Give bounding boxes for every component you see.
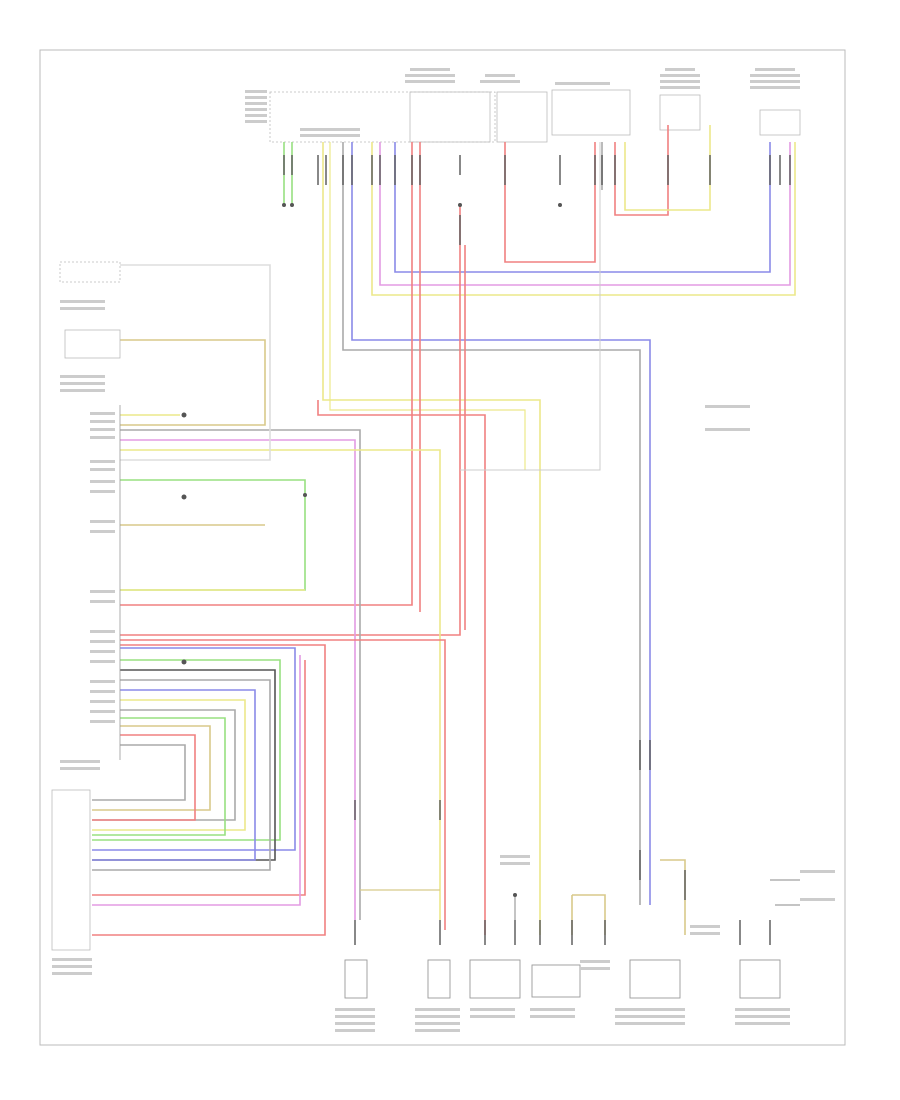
wire-yellow-low-1 [92, 699, 246, 831]
wire-gray-low-1 [92, 679, 271, 871]
wire-gray-bottom-5 [770, 879, 800, 906]
bottom-module-e [629, 959, 681, 999]
wire-blue-low-1 [92, 647, 296, 851]
wire-blue-low-2 [92, 689, 256, 861]
top-labels [245, 68, 800, 137]
top-components [269, 89, 801, 143]
top-module-fuse-block [409, 91, 491, 143]
wire-red-mid [317, 400, 486, 935]
wire-red-top [504, 142, 596, 263]
top-module-sensor-b [759, 109, 801, 136]
bottom-sensor-1 [344, 959, 368, 999]
left-components [51, 261, 121, 951]
wire-red-low-2 [92, 644, 326, 936]
wire-gray-down [342, 142, 641, 905]
bottom-components [344, 959, 781, 999]
wire-gray-left-2 [120, 429, 361, 920]
wire-red-low-1 [120, 639, 446, 930]
bottom-module-f [739, 959, 781, 999]
wires [92, 125, 800, 936]
wire-red-down [120, 142, 413, 606]
top-module-controller [551, 89, 631, 136]
wire-gray-low-3 [92, 744, 186, 801]
wire-blue-bus [394, 142, 771, 273]
bottom-module-d [531, 964, 581, 998]
wire-red-low-4 [92, 660, 306, 896]
wire-green-left-6 [120, 479, 306, 591]
top-module-relay [496, 91, 548, 143]
top-module-main [269, 91, 496, 143]
wire-gray-left-5 [120, 264, 271, 461]
connector-stubs [283, 155, 791, 945]
wire-yellow-left-4 [120, 449, 441, 920]
wire-pink-left-3 [120, 439, 356, 920]
wire-tan-left-1 [120, 339, 266, 426]
top-module-sensor-a [659, 94, 701, 131]
wire-blue-down [351, 142, 651, 905]
wire-pink-down [120, 205, 461, 636]
wire-red-top-2 [614, 125, 669, 216]
bottom-module-c [469, 959, 521, 999]
left-module-c [51, 789, 91, 951]
wire-tan-bottom-3 [660, 859, 686, 935]
wire-tan-bottom-2 [571, 894, 606, 935]
left-module-b [64, 329, 121, 359]
left-pin-labels [52, 300, 115, 975]
wire-pink-bus [379, 142, 791, 286]
wire-tan-low-1 [92, 725, 211, 811]
wire-gray-mid [460, 142, 601, 471]
junction-nodes [181, 203, 562, 897]
wire-yellow-bus [371, 142, 796, 296]
wire-pink-low-5 [92, 655, 301, 906]
wire-yellow-2-down [329, 142, 526, 470]
wire-red-low-3 [92, 734, 196, 821]
bottom-sensor-2 [427, 959, 451, 999]
wire-green-low-2 [92, 717, 226, 836]
wire-green-low-1 [92, 659, 281, 841]
left-module-a [59, 261, 121, 283]
diagram-frame [39, 49, 846, 1046]
wire-yellow-down [322, 142, 541, 935]
bottom-labels [335, 405, 835, 1032]
wire-black-low-1 [92, 669, 276, 861]
